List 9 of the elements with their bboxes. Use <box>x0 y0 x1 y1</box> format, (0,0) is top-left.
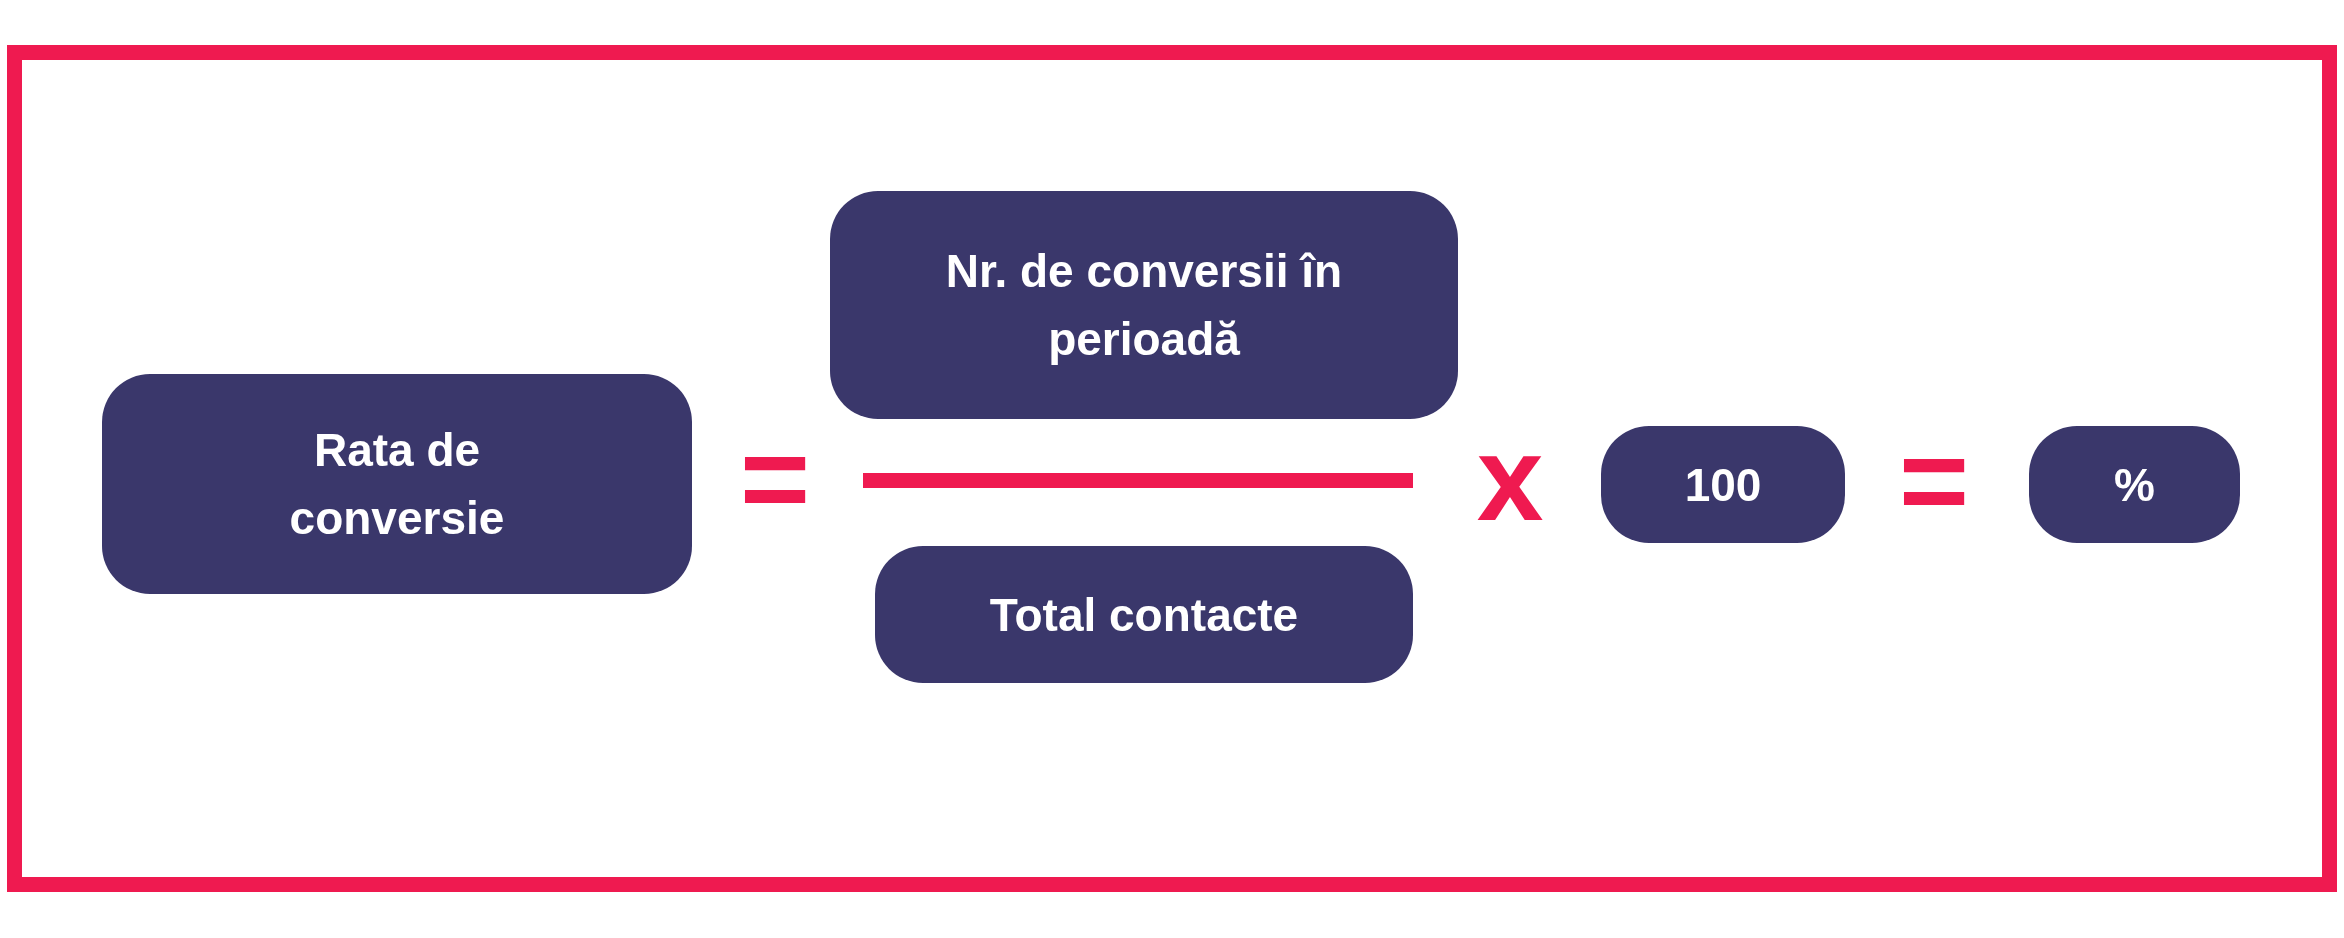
equals-sign: = <box>738 418 812 538</box>
equals-sign: = <box>1897 420 1971 540</box>
denominator-box: Total contacte <box>875 546 1413 683</box>
numerator-box: Nr. de conversii în perioadă <box>830 191 1458 419</box>
result-box: Rata de conversie <box>102 374 692 594</box>
percent-box: % <box>2029 426 2240 543</box>
times-sign: x <box>1475 418 1545 538</box>
fraction-bar <box>863 473 1413 488</box>
number-box: 100 <box>1601 426 1845 543</box>
